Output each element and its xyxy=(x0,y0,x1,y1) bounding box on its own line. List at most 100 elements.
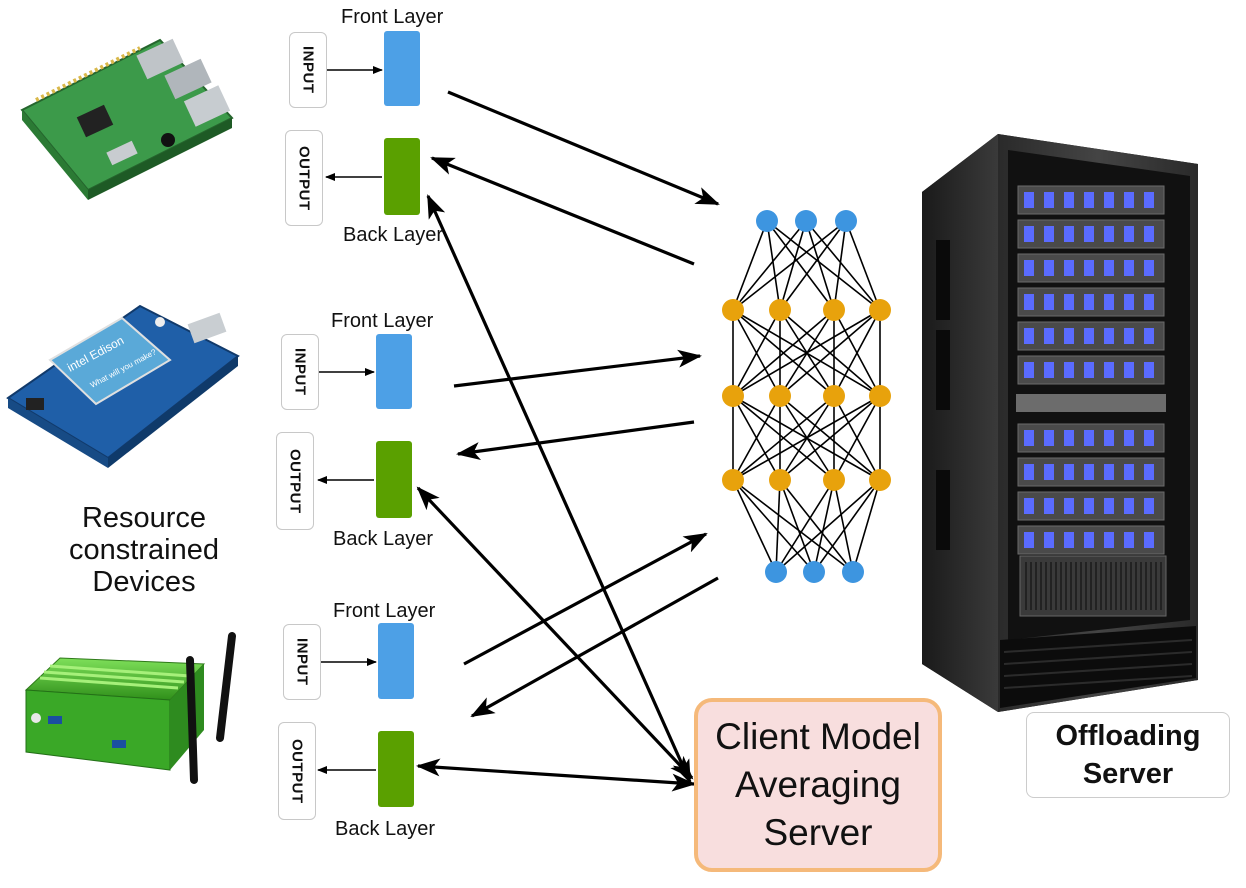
nn-hidden-node xyxy=(722,299,744,321)
rack-drive-light xyxy=(1124,362,1134,378)
neural-network xyxy=(722,210,891,583)
nn-hidden-node xyxy=(769,469,791,491)
back-layer-label-1: Back Layer xyxy=(343,224,444,246)
nn-hidden-node xyxy=(769,385,791,407)
nn-io-node xyxy=(835,210,857,232)
rack-drive-light xyxy=(1064,464,1074,480)
output-box-3: OUTPUT xyxy=(278,722,316,820)
rack-drive-light xyxy=(1064,192,1074,208)
rack-drive-light xyxy=(1104,430,1114,446)
nn-edge xyxy=(813,479,881,573)
rack-drive-light xyxy=(1124,294,1134,310)
rack-drive-light xyxy=(1024,362,1034,378)
rack-drive-light xyxy=(1064,294,1074,310)
input-label-2: INPUT xyxy=(291,348,309,396)
rack-drive-light xyxy=(1024,260,1034,276)
nn-io-node xyxy=(842,561,864,583)
rack-drive-light xyxy=(1144,328,1154,344)
rack-drive-light xyxy=(1124,260,1134,276)
rack-drive-light xyxy=(1124,328,1134,344)
rack-drive-light xyxy=(1064,430,1074,446)
nn-edge xyxy=(779,479,854,573)
connection-arrows xyxy=(416,90,720,792)
nn-edge xyxy=(833,479,854,573)
rack-drive-light xyxy=(1104,260,1114,276)
output-box-1: OUTPUT xyxy=(285,130,323,226)
rack-drive-light xyxy=(1044,532,1054,548)
rack-drive-light xyxy=(1104,464,1114,480)
nn-edge xyxy=(766,220,781,311)
rack-drive-light xyxy=(1024,294,1034,310)
rack-drive-light xyxy=(1124,430,1134,446)
nn-edge xyxy=(732,395,781,481)
nn-edge xyxy=(732,220,807,311)
averaging-line-1: Client Model xyxy=(715,716,921,757)
nn-edge xyxy=(732,309,835,397)
nn-io-node xyxy=(803,561,825,583)
output-label-1: OUTPUT xyxy=(295,145,313,211)
rack-drive-light xyxy=(1084,532,1094,548)
averaging-line-2: Averaging xyxy=(735,764,901,805)
nn-edge xyxy=(732,479,815,573)
nn-hidden-node xyxy=(823,469,845,491)
nn-io-node xyxy=(756,210,778,232)
rack-drive-light xyxy=(1144,430,1154,446)
rack-drive-light xyxy=(1084,192,1094,208)
back-layer-label-2: Back Layer xyxy=(333,528,434,550)
nn-edge xyxy=(732,395,835,481)
rack-drive-light xyxy=(1124,532,1134,548)
rack-drive-light xyxy=(1104,532,1114,548)
rack-drive-light xyxy=(1144,226,1154,242)
nn-edge xyxy=(732,309,881,397)
input-box-3: INPUT xyxy=(283,624,321,700)
nn-edge xyxy=(845,220,881,311)
io-arrows xyxy=(317,66,383,774)
nn-edge xyxy=(833,395,881,481)
nn-hidden-node xyxy=(869,469,891,491)
rack-drive-light xyxy=(1144,362,1154,378)
front-layer-label-2: Front Layer xyxy=(331,310,434,332)
rack-drive-light xyxy=(1144,260,1154,276)
nn-edge xyxy=(732,395,881,481)
nn-hidden-node xyxy=(769,299,791,321)
back-layer-block-2 xyxy=(376,441,412,518)
input-box-1: INPUT xyxy=(289,32,327,108)
mini-pc-image xyxy=(24,632,236,784)
rack-drive-light xyxy=(1124,498,1134,514)
nn-io-node xyxy=(795,210,817,232)
averaging-line-3: Server xyxy=(763,812,873,853)
rack-unit xyxy=(1017,219,1165,249)
rack-drive-light xyxy=(1024,192,1034,208)
caption-line-1: Resource xyxy=(81,502,207,534)
nn-hidden-node xyxy=(823,385,845,407)
nn-edge xyxy=(775,479,881,573)
rack-drive-light xyxy=(1044,362,1054,378)
rack-drive-light xyxy=(1064,362,1074,378)
rack-drive-light xyxy=(1144,294,1154,310)
rack-drive-light xyxy=(1124,192,1134,208)
input-label-3: INPUT xyxy=(293,638,311,686)
rack-drive-light xyxy=(1024,532,1034,548)
input-label-1: INPUT xyxy=(299,46,317,94)
nn-edge xyxy=(732,309,781,397)
rack-drive-light xyxy=(1104,226,1114,242)
rack-drive-light xyxy=(1144,498,1154,514)
rack-drive-light xyxy=(1084,464,1094,480)
nn-edge xyxy=(732,479,854,573)
rack-drive-light xyxy=(1104,498,1114,514)
input-box-2: INPUT xyxy=(281,334,319,410)
rack-drive-light xyxy=(1084,260,1094,276)
nn-edge xyxy=(779,395,881,481)
averaging-server-box: Client Model Averaging Server xyxy=(694,698,942,872)
rack-drive-light xyxy=(1064,260,1074,276)
output-label-3: OUTPUT xyxy=(288,738,306,804)
rack-drive-light xyxy=(1124,464,1134,480)
rack-drive-light xyxy=(1044,294,1054,310)
offloading-line-1: Offloading xyxy=(1055,720,1201,752)
nn-edge xyxy=(779,220,847,311)
back-layer-block-1 xyxy=(384,138,420,215)
nn-edge xyxy=(779,479,815,573)
back-layer-label-3: Back Layer xyxy=(335,818,436,840)
nn-edge xyxy=(779,309,881,397)
caption-line-2: constrained xyxy=(69,534,219,566)
